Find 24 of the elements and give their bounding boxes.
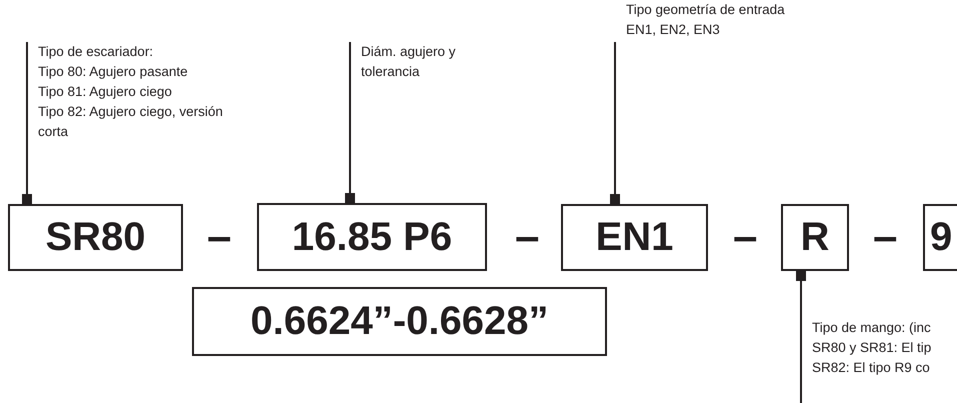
callout-text: Tipo de escariador: [38,43,154,61]
callout-text: Tipo 80: Agujero pasante [38,63,189,81]
leader-line [610,42,620,204]
callout-text: Tipo geometría de entrada [626,1,786,19]
leader-line [22,42,32,204]
callout-text: SR80 y SR81: El tip [812,339,932,357]
code-box: SR80 [8,204,183,271]
callout-text: Diám. agujero y tolerancia [361,43,457,81]
code-box: 16.85 P6 [257,203,487,271]
leader-line [345,42,355,203]
code-box: 0.6624”-0.6628” [192,287,607,356]
callout-text: Tipo de mango: (inc [812,319,932,337]
code-box: EN1 [561,204,708,271]
callout-text: Tipo 81: Agujero ciego [38,83,173,101]
code-box: 9 [923,204,957,271]
separator-dash: – [515,215,540,259]
callout-text: EN1, EN2, EN3 [626,21,721,39]
code-box: R [781,204,849,271]
separator-dash: – [873,215,898,259]
separator-dash: – [207,215,232,259]
callout-text: SR82: El tipo R9 co [812,359,931,377]
leader-line [796,271,806,403]
separator-dash: – [733,215,758,259]
callout-text: Tipo 82: Agujero ciego, versión corta [38,103,224,141]
